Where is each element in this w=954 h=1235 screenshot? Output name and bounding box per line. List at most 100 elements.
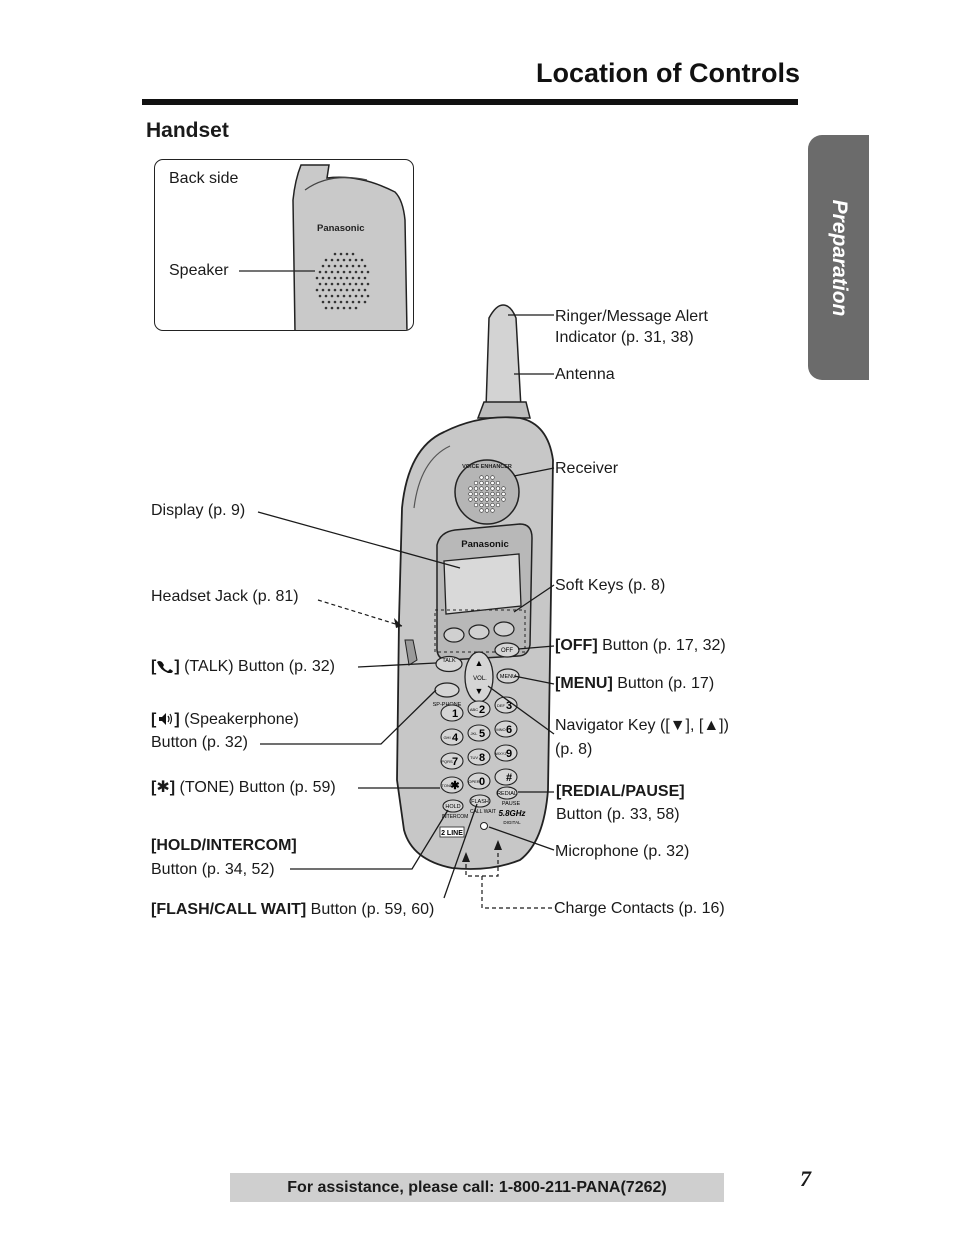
speaker-hole xyxy=(360,258,364,262)
title-rule xyxy=(142,99,798,105)
digital-text: DIGITAL xyxy=(503,820,521,825)
talk-button[interactable]: TALK xyxy=(435,655,463,673)
label-navigator-1: Navigator Key ([▼], [▲]) xyxy=(555,717,729,734)
page-title: Location of Controls xyxy=(536,58,800,88)
receiver-hole xyxy=(473,502,479,508)
svg-text:OPER: OPER xyxy=(468,779,479,784)
svg-text:▲: ▲ xyxy=(475,658,484,668)
off-button[interactable]: OFF xyxy=(494,642,520,658)
svg-text:REDIAL: REDIAL xyxy=(497,791,517,797)
label-redial-2: Button (p. 33, 58) xyxy=(556,806,680,823)
svg-text:SP-PHONE: SP-PHONE xyxy=(433,702,462,708)
speaker-hole xyxy=(360,294,364,298)
speaker-hole xyxy=(354,258,358,262)
speakerphone-icon xyxy=(159,713,173,725)
charge-arrow-left xyxy=(462,852,470,862)
speaker-hole xyxy=(324,306,328,310)
speaker-hole xyxy=(324,270,328,274)
speaker-hole xyxy=(354,294,358,298)
voice-enhancer-text: VOICE ENHANCER xyxy=(462,464,512,470)
svg-text:TALK: TALK xyxy=(442,658,456,664)
menu-button[interactable]: MENU xyxy=(496,668,520,684)
flash-callwait-button[interactable]: FLASH CALL WAIT xyxy=(469,794,496,815)
receiver-grille xyxy=(468,475,506,513)
svg-text:FLASH: FLASH xyxy=(471,799,489,805)
back-side-inset: Back side Speaker Panasonic xyxy=(154,159,414,331)
ghz-badge: 5.8GHz xyxy=(498,809,525,818)
soft-key-right[interactable] xyxy=(493,621,515,637)
svg-text:2: 2 xyxy=(479,704,485,716)
label-off-rest: Button (p. 17, 32) xyxy=(597,637,726,654)
speaker-hole xyxy=(363,264,367,268)
label-speakerphone-2: Button (p. 32) xyxy=(151,734,248,751)
speaker-hole xyxy=(324,282,328,286)
receiver-hole xyxy=(479,491,484,497)
receiver-hole xyxy=(479,497,484,502)
soft-key-center[interactable] xyxy=(468,624,490,640)
label-headset-jack: Headset Jack (p. 81) xyxy=(151,588,299,605)
speaker-hole xyxy=(333,288,337,292)
speaker-hole xyxy=(336,306,340,310)
svg-text:MENU: MENU xyxy=(500,674,516,680)
speaker-hole xyxy=(327,288,331,292)
svg-text:CALL WAIT: CALL WAIT xyxy=(470,809,496,815)
receiver-hole xyxy=(490,508,495,513)
svg-text:JKL: JKL xyxy=(471,731,479,736)
speaker-hole xyxy=(366,294,370,298)
redial-pause-button[interactable]: REDIAL PAUSE xyxy=(496,786,520,807)
speaker-hole xyxy=(318,294,322,298)
speaker-hole xyxy=(339,276,343,280)
speaker-hole xyxy=(333,264,337,268)
page-number: 7 xyxy=(800,1166,811,1191)
speaker-hole xyxy=(330,294,334,298)
speaker-hole xyxy=(333,252,337,256)
speaker-hole xyxy=(357,264,361,268)
svg-text:▼: ▼ xyxy=(475,686,484,696)
svg-text:3: 3 xyxy=(506,700,512,712)
speaker-hole xyxy=(327,276,331,280)
hold-intercom-button[interactable]: HOLD INTERCOM xyxy=(442,799,469,820)
label-menu-bold: [MENU] xyxy=(555,675,613,692)
receiver-hole xyxy=(473,491,479,497)
speaker-hole xyxy=(342,270,346,274)
svg-text:PQRS: PQRS xyxy=(441,759,453,764)
label-charge: Charge Contacts (p. 16) xyxy=(554,900,725,917)
speaker-hole xyxy=(342,282,346,286)
receiver-hole xyxy=(490,497,495,502)
speakerphone-button[interactable]: SP-PHONE xyxy=(433,682,462,708)
charge-arrow-right xyxy=(494,840,502,850)
receiver-hole xyxy=(490,480,495,486)
label-display: Display (p. 9) xyxy=(151,502,246,519)
keypad-key-star[interactable]: ✱TONE xyxy=(440,776,464,794)
receiver-hole xyxy=(484,491,490,497)
soft-key-left[interactable] xyxy=(443,627,465,643)
label-menu-rest: Button (p. 17) xyxy=(612,675,715,692)
svg-text:WXYZ: WXYZ xyxy=(495,751,507,756)
receiver-hole xyxy=(479,508,484,513)
receiver-hole xyxy=(468,491,473,497)
speaker-hole xyxy=(351,264,355,268)
svg-text:6: 6 xyxy=(506,724,512,736)
speaker-hole xyxy=(330,306,334,310)
svg-text:TUV: TUV xyxy=(470,755,478,760)
speaker-hole xyxy=(348,282,352,286)
speaker-hole xyxy=(336,258,340,262)
receiver-hole xyxy=(468,497,473,502)
speaker-hole xyxy=(366,282,370,286)
keypad-key-k1[interactable]: 1 xyxy=(440,704,464,722)
receiver-hole xyxy=(495,491,501,497)
receiver-hole xyxy=(495,497,501,502)
keypad-key-hash[interactable]: # xyxy=(494,768,518,786)
svg-text:INTERCOM: INTERCOM xyxy=(442,814,469,820)
